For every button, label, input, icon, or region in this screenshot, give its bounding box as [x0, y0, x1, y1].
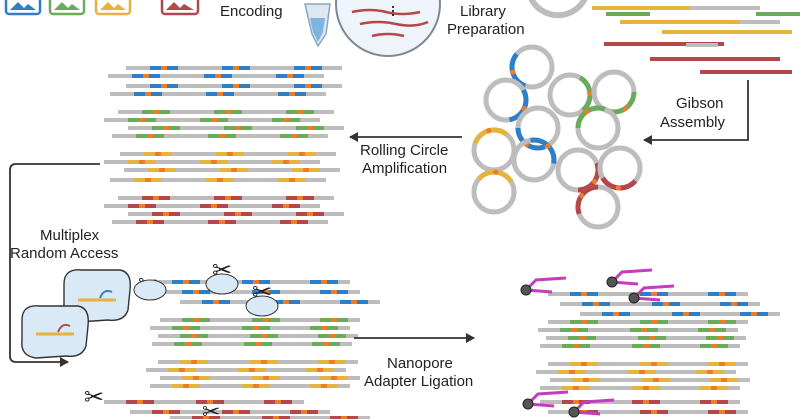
read-strand [560, 302, 760, 306]
plasmid-icon [547, 72, 593, 118]
encoding-file-icons [4, 0, 200, 16]
nanopore-rows [536, 292, 780, 414]
random-access-rows [104, 280, 380, 419]
plasmid-icon [471, 169, 517, 215]
read-strand [104, 160, 320, 164]
nanopore-motor-icon [568, 398, 615, 418]
read-strand [158, 334, 358, 338]
read-strand [110, 92, 326, 96]
rca-label-2: Amplification [362, 160, 447, 177]
read-strand [124, 168, 340, 172]
plasmid-icon [597, 145, 643, 191]
read-strand [112, 134, 328, 138]
file-icon-red [160, 0, 200, 16]
read-strand [538, 328, 738, 332]
nanopore-label-2: Adapter Ligation [364, 373, 473, 390]
rca-product-rows [104, 66, 344, 224]
read-strand [170, 416, 370, 419]
read-strand [152, 342, 352, 346]
read-strand [548, 320, 748, 324]
read-strand [150, 384, 350, 388]
read-strand [548, 292, 748, 296]
library-prep-label-2: Preparation [447, 21, 525, 38]
read-strand [118, 196, 334, 200]
gibson-label-1: Gibson [676, 95, 724, 112]
plasmid-icon [511, 137, 557, 183]
read-strand [112, 220, 328, 224]
read-strand [108, 74, 324, 78]
read-strand [146, 368, 346, 372]
plasmid-icon-partial [528, 0, 588, 19]
read-strand [120, 152, 336, 156]
scissors-icon: ✂ [202, 400, 220, 419]
multiplex-label-2: Random Access [10, 245, 118, 262]
plasmid-icon [555, 147, 601, 193]
read-strand [118, 110, 334, 114]
gibson-label-2: Assembly [660, 114, 726, 131]
read-strand [160, 290, 360, 294]
magnifier-icon [335, 0, 441, 57]
nanopore-motor-icon [520, 276, 567, 296]
read-strand [104, 400, 304, 404]
read-strand [160, 376, 360, 380]
read-strand [546, 336, 746, 340]
library-prep-label-1: Library [460, 3, 506, 20]
read-strand [158, 360, 358, 364]
read-strand [540, 386, 740, 390]
plasmid-icon [575, 105, 621, 151]
nanopore-motor-icon [606, 268, 653, 288]
read-strand [540, 344, 740, 348]
read-strand [550, 378, 750, 382]
nanopore-motor-icon [628, 284, 675, 304]
read-strand [150, 280, 350, 284]
read-strand [104, 118, 320, 122]
read-strand [580, 312, 780, 316]
linear-fragments-top-right [592, 6, 800, 74]
cas-complex-icon-2 [21, 305, 89, 359]
read-strand [180, 300, 380, 304]
encoding-label: Encoding [220, 3, 283, 20]
read-strand [126, 84, 342, 88]
random-access-arrow [9, 163, 100, 367]
cas-complex-icon-small [133, 273, 279, 317]
multiplex-label-1: Multiplex [40, 227, 100, 244]
read-strand [536, 370, 736, 374]
read-strand [128, 212, 344, 216]
plasmid-cluster [471, 44, 643, 230]
nanopore-motor-icon [522, 390, 569, 410]
read-strand [110, 178, 326, 182]
read-strand [128, 126, 344, 130]
read-strand [160, 318, 360, 322]
read-strand [104, 204, 320, 208]
read-strand [130, 410, 330, 414]
scissors-icon: ✂ [84, 383, 104, 411]
rca-label-1: Rolling Circle [360, 142, 448, 159]
gibson-arrow [643, 80, 749, 145]
file-icon-blue [4, 0, 42, 16]
file-icon-green [48, 0, 86, 16]
nanopore-adapters [520, 268, 675, 418]
nanopore-label-1: Nanopore [387, 355, 453, 372]
read-strand [126, 66, 342, 70]
read-strand [540, 400, 740, 404]
file-icon-yellow [94, 0, 132, 16]
plasmid-icon [471, 127, 517, 173]
read-strand [150, 326, 350, 330]
tube-icon [304, 3, 331, 48]
read-strand [548, 362, 748, 366]
plasmid-icon [575, 184, 621, 230]
